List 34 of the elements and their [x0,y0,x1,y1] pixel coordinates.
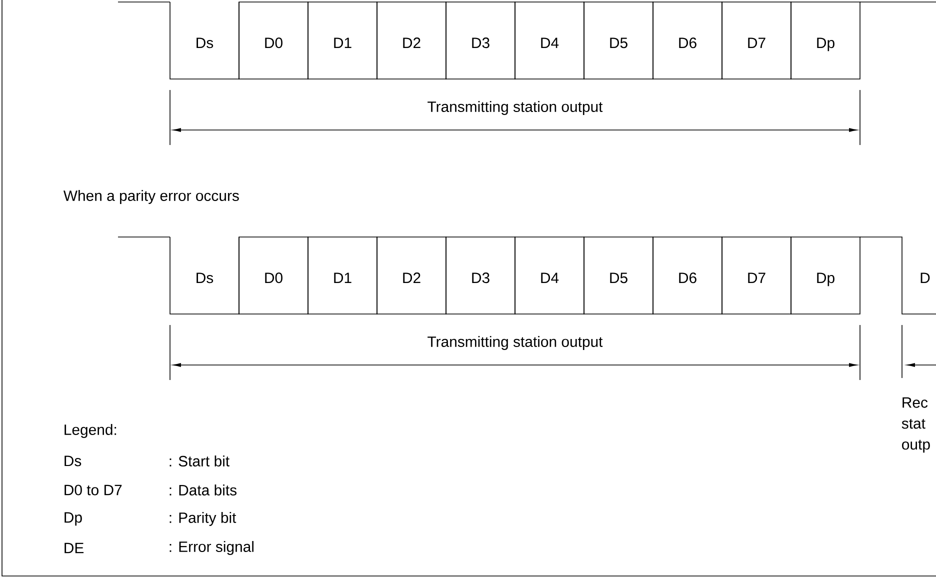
bit-cell: D1 [308,236,378,314]
bit-cell: D0 [238,236,308,314]
bit-cell: D7 [722,236,792,314]
legend-term: Ds [64,456,82,466]
bit-cell: D5 [584,236,654,314]
bit-cell: D6 [652,2,722,80]
bit-cell: D2 [376,236,446,314]
bit-cell: D4 [514,2,584,80]
section-heading: When a parity error occurs [63,190,239,204]
bit-cell: Ds [170,236,240,314]
bit-cell: D1 [308,2,378,80]
legend-term: DE [64,542,84,554]
bit-cell: D4 [514,236,584,314]
legend-description: : Start bit [170,456,230,466]
bit-cell: D3 [446,2,516,80]
bit-cell: Dp [790,236,860,314]
legend-description: : Parity bit [170,512,236,526]
bit-cell: D7 [722,2,792,80]
bit-cell: Dp [790,2,860,80]
bit-cell: D2 [376,2,446,80]
legend-description: : Error signal [170,541,254,555]
legend-term: Dp [64,512,82,526]
legend-term: D0 to D7 [64,484,122,496]
legend-description: : Data bits [170,484,236,496]
bit-cell: D3 [446,236,516,314]
dimension-label: Transmitting station output [428,336,603,350]
legend-heading: Legend: [64,424,116,438]
dimension-label: Rec stat outp [902,397,930,453]
bit-cell: D0 [238,2,308,80]
bit-cell: Ds [170,2,240,80]
bit-cell: D5 [584,2,654,80]
bit-cell: D6 [652,236,722,314]
dimension-label: Transmitting station output [428,101,603,115]
bit-cell: D [860,236,936,314]
